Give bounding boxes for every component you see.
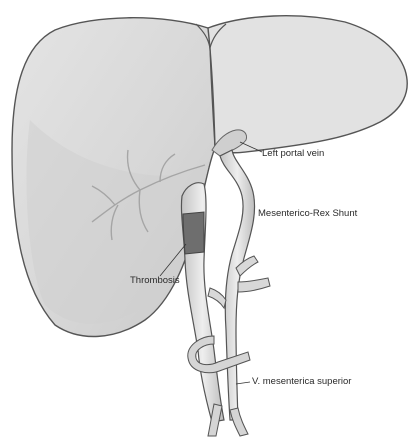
label-mesenterico-rex-shunt: Mesenterico-Rex Shunt bbox=[258, 209, 357, 219]
leader-smv bbox=[236, 382, 250, 384]
label-left-portal-vein: Left portal vein bbox=[262, 149, 324, 159]
label-smv: V. mesenterica superior bbox=[252, 377, 351, 387]
smv-tributary-2 bbox=[230, 408, 248, 436]
thrombosis-segment bbox=[183, 212, 204, 254]
side-branch-right bbox=[238, 278, 270, 292]
side-branch-lower bbox=[208, 288, 226, 308]
mesenteric-loop bbox=[188, 336, 250, 373]
label-thrombosis: Thrombosis bbox=[130, 276, 180, 286]
